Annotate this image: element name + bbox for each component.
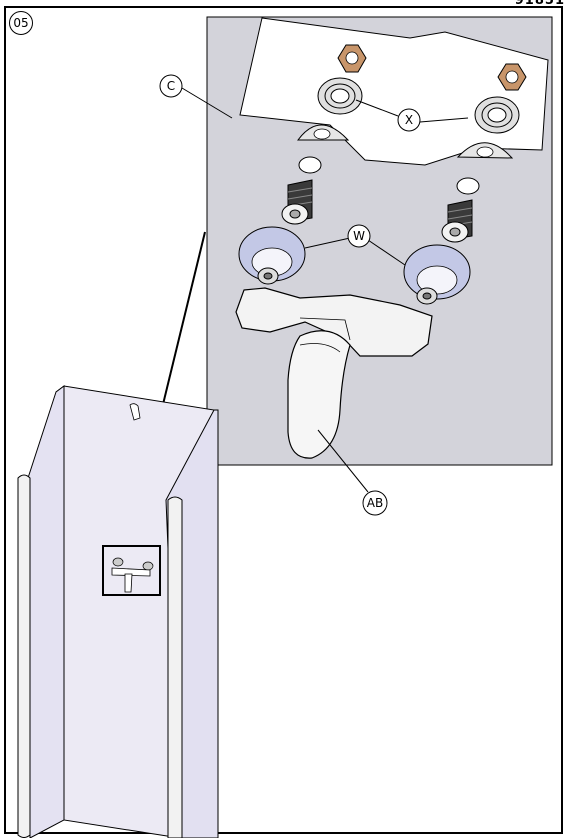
- threaded-connector-right: [441, 199, 473, 243]
- svg-text:X: X: [405, 113, 413, 127]
- cap-left: [298, 156, 322, 174]
- cap-right: [456, 177, 480, 195]
- mixer-body: [235, 287, 433, 357]
- hex-nut-right: [497, 63, 527, 91]
- document-code: 91851: [514, 0, 565, 8]
- callout-c: C: [159, 74, 183, 98]
- threaded-connector-left: [281, 179, 313, 225]
- step-number-badge: 05: [9, 11, 33, 35]
- washer-right: [474, 96, 520, 134]
- hex-nut-left: [337, 44, 367, 73]
- spout: [287, 330, 351, 459]
- leader-line-c: [181, 87, 233, 119]
- leader-line-x-left: [355, 99, 399, 117]
- leader-line-w-left: [304, 237, 351, 249]
- washer-left: [317, 77, 363, 115]
- callout-x: X: [397, 108, 421, 132]
- svg-text:AB: AB: [367, 496, 383, 510]
- page-frame: [4, 6, 563, 834]
- svg-text:W: W: [353, 229, 365, 243]
- mixer-small: [111, 557, 154, 593]
- escutcheon-right: [403, 244, 471, 300]
- leader-line-x-right: [419, 117, 469, 123]
- wall-hole-left: [297, 124, 350, 141]
- callout-ab: AB: [362, 490, 388, 516]
- leader-line-w-right: [367, 239, 406, 266]
- wall-hole-right: [456, 142, 514, 159]
- eccentric-nut-left: [257, 267, 279, 285]
- leader-line-ab: [317, 429, 369, 493]
- eccentric-nut-right: [416, 287, 438, 305]
- callout-w: W: [347, 224, 371, 248]
- shower-enclosure: [17, 385, 219, 838]
- svg-text:C: C: [167, 79, 175, 93]
